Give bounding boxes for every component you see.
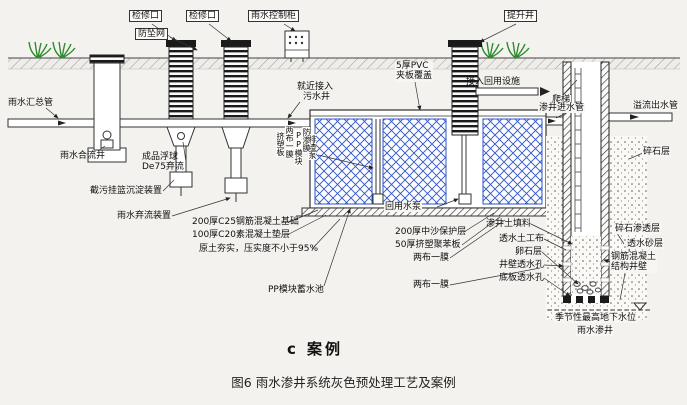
label-silt-basket-device: 截污挂篮沉淀装置 xyxy=(90,186,163,196)
infiltration-inlet-pipe xyxy=(545,116,564,126)
label-rc-wall-line1: 钢筋混凝土 xyxy=(611,252,657,262)
label-bottom-permeable-holes: 底板透水孔 xyxy=(499,273,545,283)
label-de75-discard: De75弃流 xyxy=(142,162,184,173)
label-pebble-layer: 卵石层 xyxy=(515,247,543,257)
leader-lines xyxy=(45,23,644,301)
label-xps-board: 挤塑板 xyxy=(276,131,285,157)
case-label: c 案例 xyxy=(286,340,344,358)
figure-caption: 图6 雨水渗井系统灰色预处理工艺及案例 xyxy=(231,375,456,390)
label-anti-fall-net: 防坠网 xyxy=(135,28,169,41)
control-cabinet xyxy=(284,30,310,62)
label-soil-compaction: 原土夯实，压实度不小于95% xyxy=(199,244,319,254)
label-rain-main-pipe: 雨水汇总管 xyxy=(8,98,54,108)
label-rc-wall-line2: 结构井壁 xyxy=(611,262,648,273)
label-inspection-port-2: 检修口 xyxy=(186,10,220,23)
label-overflow-outlet-pipe: 溢流出水管 xyxy=(632,101,680,112)
label-permeable-geotextile: 透水土工布 xyxy=(499,234,545,244)
label-membrane-1: 两布一膜 xyxy=(413,253,450,263)
label-pvc-cover: 5厚PVC 夹板覆盖 xyxy=(395,61,434,82)
label-pvc-line1: 5厚PVC xyxy=(396,61,429,71)
label-c20-cushion: 100厚C20素混凝土垫层 xyxy=(192,230,290,240)
label-reuse-facility: 接入回用设施 xyxy=(466,77,521,87)
label-slag-pump: 排渣泵 xyxy=(308,134,317,160)
ladder xyxy=(574,68,582,232)
label-permeable-sand-layer: 透水砂层 xyxy=(626,239,665,250)
label-discard-device: 雨水弃流装置 xyxy=(117,211,172,221)
label-inspection-port-1: 检修口 xyxy=(129,10,163,23)
wall-holes xyxy=(562,245,610,283)
label-pp-module-tank: PP模块蓄水池 xyxy=(268,285,324,295)
label-float-ball-line1: 成品浮球 xyxy=(142,152,179,162)
label-well-soil-filler: 渗井土填料 xyxy=(486,219,532,229)
label-infiltration-inlet-pipe: 渗井进水管 xyxy=(538,103,586,114)
overflow-pipe xyxy=(608,112,673,122)
confluence-well xyxy=(87,54,127,163)
label-reuse-pump: 回用水泵 xyxy=(384,202,423,213)
label-impermeable-membrane: 防渗膜 xyxy=(302,127,311,153)
label-rain-control-cabinet: 雨水控制柜 xyxy=(248,10,300,23)
label-ladder: 爬梯 xyxy=(551,95,572,106)
label-sewage-well: 污水井 xyxy=(303,92,331,103)
label-groundwater-level: 季节性最高地下水位 xyxy=(554,313,638,324)
label-wall-permeable-holes: 井壁透水孔 xyxy=(499,260,545,270)
label-lift-well: 提升井 xyxy=(504,10,538,23)
tank-foundation xyxy=(296,207,560,217)
label-nearby-connect: 就近接入 xyxy=(297,82,334,92)
label-xps-50-board: 50厚挤塑聚苯板 xyxy=(395,240,461,250)
inspection-shaft-2 xyxy=(221,40,251,202)
label-nearby-sewage-connect: 就近接入 污水井 xyxy=(297,82,333,103)
label-sand-protection-layer: 200厚中沙保护层 xyxy=(395,227,467,237)
label-rain-infiltration-well: 雨水渗井 xyxy=(576,326,615,337)
label-gravel-layer: 碎石层 xyxy=(642,147,672,158)
label-membrane-left: 两布一膜 xyxy=(285,125,294,159)
label-pp-module: PP模块 xyxy=(294,130,303,166)
inspection-shaft-1 xyxy=(166,40,196,196)
label-gravel-permeable-layer: 碎石渗透层 xyxy=(614,224,662,235)
label-membrane-2: 两布一膜 xyxy=(413,280,450,290)
label-float-ball: 成品浮球 De75弃流 xyxy=(142,152,184,173)
label-rain-confluence-well: 雨水合流井 xyxy=(60,151,106,161)
label-rc-structural-wall: 钢筋混凝土 结构井壁 xyxy=(610,252,658,273)
label-pvc-line2: 夹板覆盖 xyxy=(396,71,433,82)
groundwater-symbol xyxy=(632,302,648,311)
label-c25-foundation: 200厚C25钢筋混凝土基础 xyxy=(192,217,299,227)
pp-module-tank xyxy=(309,109,547,209)
rain-main-pipe xyxy=(7,118,311,128)
reuse-pipe xyxy=(475,87,550,96)
